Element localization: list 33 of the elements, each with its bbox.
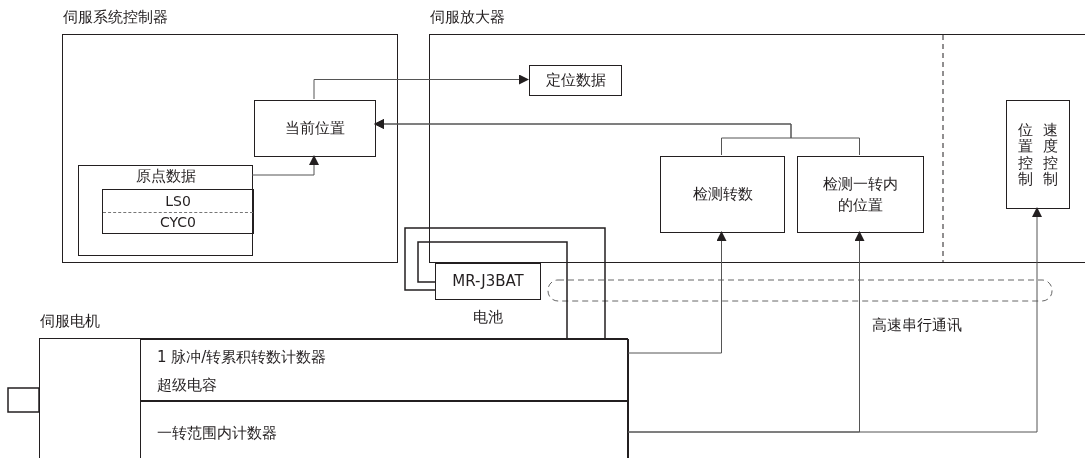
box-text: MR-J3BAT [452, 271, 524, 292]
counter-text: 1 脉冲/转累积转数计数器 [157, 348, 328, 367]
section-heading: 伺服电机 [40, 312, 100, 331]
counter-text: 一转范围内计数器 [157, 423, 277, 442]
vertical-text: 速度控制 [1043, 121, 1058, 188]
arrow [313, 74, 529, 100]
process-box [1006, 100, 1070, 209]
box-text: 检测一转内的位置 [822, 174, 899, 215]
data-box [102, 189, 254, 234]
box-text: 检测转数 [692, 184, 753, 205]
process-box [254, 100, 376, 157]
box-text: 定位数据 [545, 70, 606, 91]
process-box [660, 156, 785, 233]
vertical-text: 位置控制 [1018, 121, 1033, 188]
box-text: 当前位置 [285, 118, 345, 139]
wire [417, 241, 568, 339]
data-text: CYC0 [160, 214, 196, 231]
process-box [529, 65, 622, 96]
arrow [251, 155, 319, 176]
counter-panel [140, 401, 629, 458]
arrow [627, 231, 727, 354]
box-title: 原点数据 [134, 167, 197, 186]
process-box [797, 156, 924, 233]
wire [404, 227, 606, 339]
counter-panel [140, 339, 629, 401]
note-text: 高速串行通讯 [872, 316, 962, 335]
arrow [627, 207, 1042, 433]
data-text: LS0 [165, 192, 191, 209]
data-box [78, 165, 253, 256]
counter-text: 超级电容 [157, 376, 218, 395]
node-caption: 电池 [472, 308, 504, 327]
section-heading: 伺服系统控制器 [63, 8, 168, 27]
section-heading: 伺服放大器 [430, 8, 505, 27]
